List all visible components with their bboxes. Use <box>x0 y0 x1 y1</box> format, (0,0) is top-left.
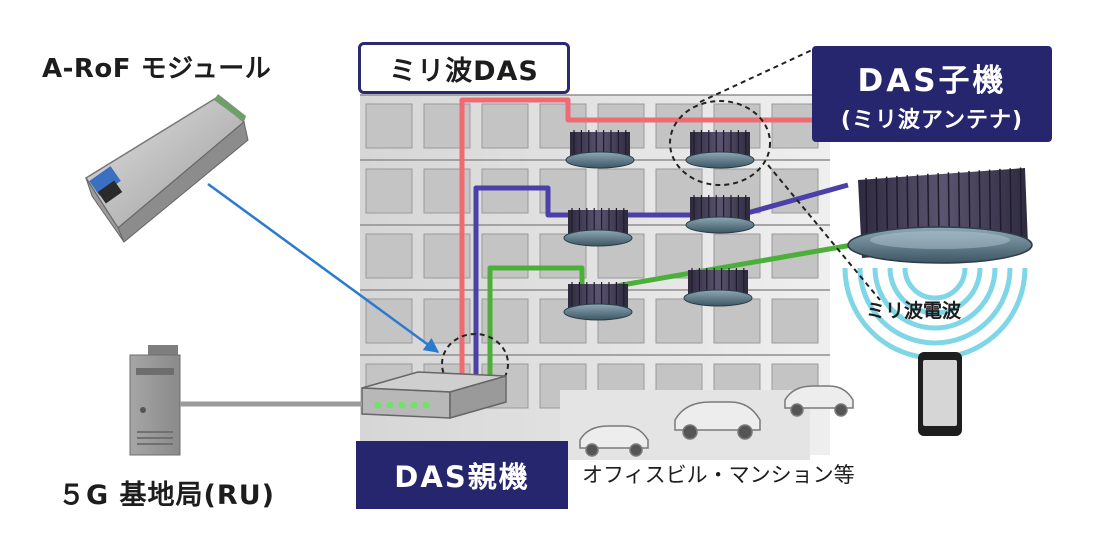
das-parent-box: DAS親機 <box>356 441 568 509</box>
das-parent-device-icon <box>361 371 507 419</box>
small-antenna-icon <box>683 268 753 307</box>
wave-label: ミリ波電波 <box>866 300 962 322</box>
base-station-server-icon <box>129 345 181 456</box>
cable-red <box>459 97 830 380</box>
smartphone-icon <box>918 352 962 436</box>
small-antenna-icon <box>563 208 633 247</box>
module-label: A-RoF モジュール <box>42 54 272 84</box>
base-station-label: ５G 基地局(RU) <box>58 480 275 511</box>
das-child-box: DAS子機 (ミリ波アンテナ) <box>812 46 1052 142</box>
building-label: オフィスビル・マンション等 <box>582 463 855 487</box>
cable-green <box>487 242 853 380</box>
das-child-label: DAS子機 <box>857 62 1007 99</box>
cable-purple <box>473 182 849 380</box>
das-child-sublabel: (ミリ波アンテナ) <box>840 107 1024 133</box>
das-parent-label: DAS親機 <box>394 460 530 494</box>
small-antenna-icon <box>685 195 755 234</box>
car-icon <box>579 425 649 457</box>
car-icon <box>784 385 854 417</box>
title-box: ミリ波DAS <box>358 42 570 94</box>
small-antenna-icon <box>565 130 635 169</box>
small-antenna-icon <box>685 130 755 169</box>
title-label: ミリ波DAS <box>389 55 539 87</box>
module-arrow <box>207 182 440 354</box>
car-icon <box>674 401 761 440</box>
callout-antenna <box>669 49 881 301</box>
small-antenna-icon <box>563 282 633 321</box>
das-child-antenna-icon <box>847 167 1033 264</box>
a-rof-module-icon <box>84 94 249 243</box>
